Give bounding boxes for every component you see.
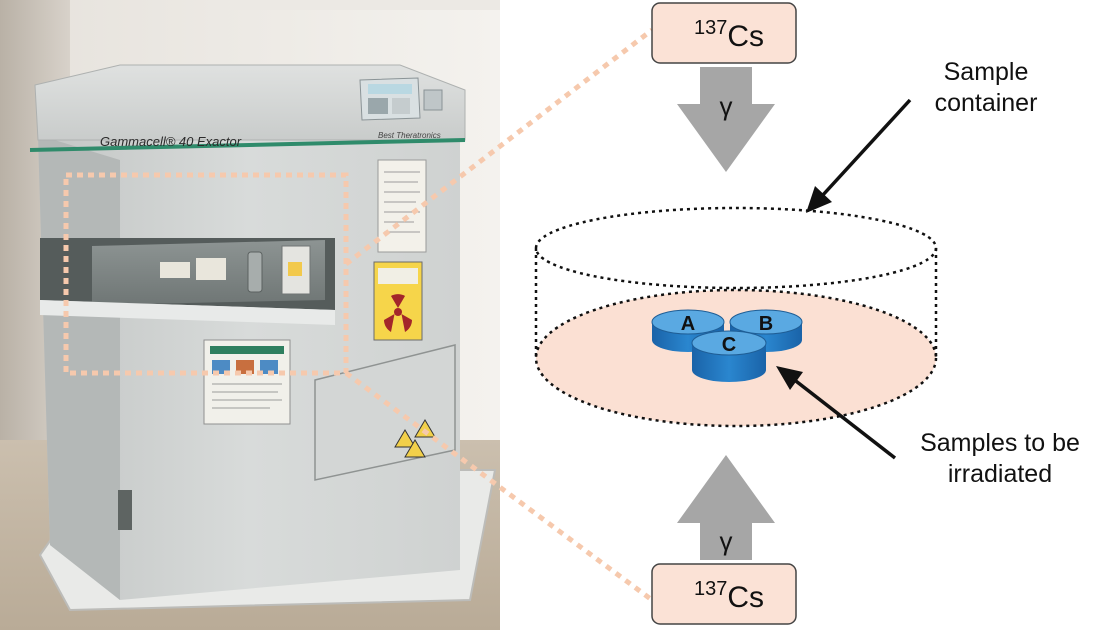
source-box-bottom: 137Cs	[651, 563, 797, 625]
container-label-line1: Sample	[944, 58, 1029, 86]
zoom-connector-bottom	[344, 370, 654, 603]
gamma-arrow-up: γ	[677, 455, 775, 560]
gamma-arrow-down: γ	[677, 67, 775, 172]
access-panel	[314, 344, 456, 481]
sample-label-c: C	[722, 334, 736, 356]
green-stripe	[29, 138, 466, 152]
container-label-line2: container	[935, 89, 1038, 117]
sample-label-a: A	[681, 313, 695, 335]
cabinet-lid	[34, 64, 466, 141]
container-pointer-arrow	[806, 98, 912, 213]
svg-text:137Cs: 137Cs	[694, 17, 764, 53]
samples-label-line2: irradiated	[948, 460, 1052, 488]
samples-pointer-arrow	[776, 366, 897, 460]
source-box-top: 137Cs	[651, 2, 797, 64]
irradiator-photo: Gammacell® 40 Exactor Best Theratronics	[0, 0, 500, 630]
zoom-box	[63, 172, 349, 376]
source-bottom-element: Cs	[727, 581, 764, 614]
gamma-label-top: γ	[720, 91, 733, 121]
samples-label-line1: Samples to be	[920, 429, 1080, 457]
side-plate	[118, 490, 132, 530]
notice-sheet	[377, 159, 427, 253]
source-top-element: Cs	[727, 20, 764, 53]
zoom-connector-top	[344, 28, 654, 266]
svg-text:137Cs: 137Cs	[694, 578, 764, 614]
maker-label: Best Theratronics	[378, 131, 441, 140]
machine-label: Gammacell® 40 Exactor	[100, 134, 242, 149]
trefoil-icon	[384, 294, 412, 332]
source-top-mass: 137	[694, 17, 727, 39]
sample-label-b: B	[759, 313, 773, 335]
sample-c	[691, 330, 767, 382]
gamma-label-bottom: γ	[720, 526, 733, 556]
source-bottom-mass: 137	[694, 578, 727, 600]
